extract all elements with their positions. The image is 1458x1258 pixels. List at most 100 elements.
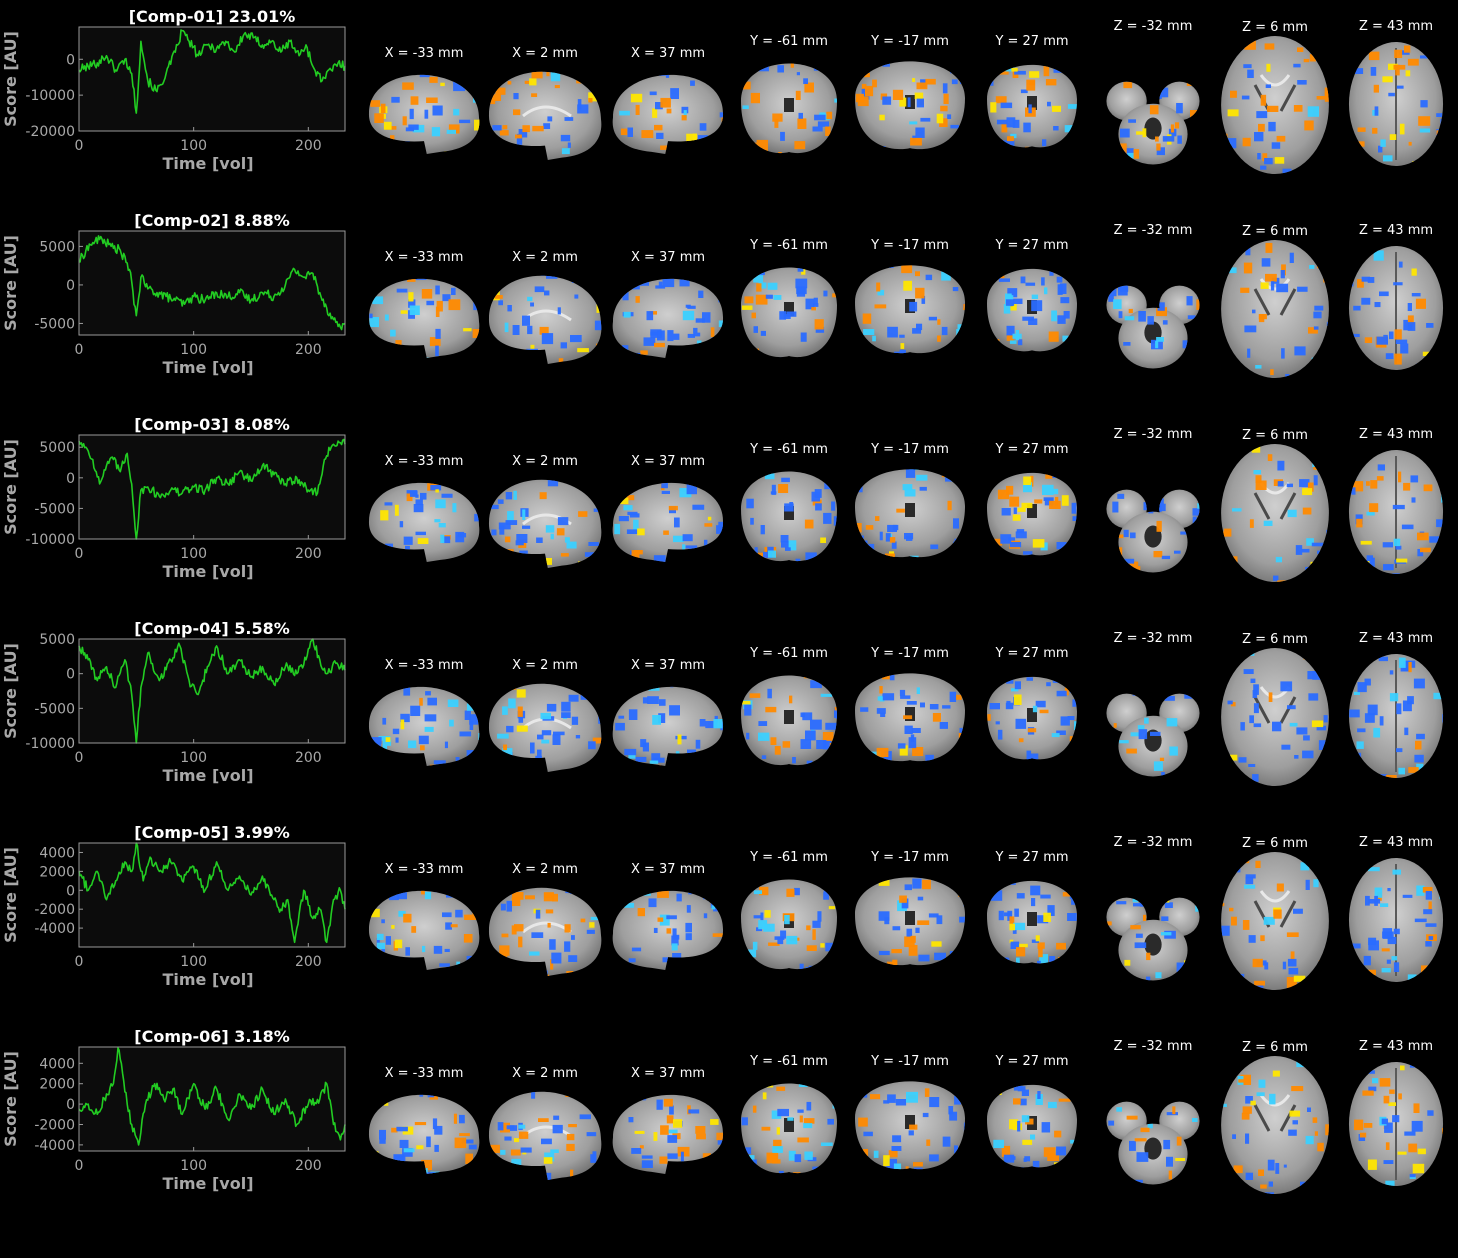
slice-label: Y = 27 mm	[995, 238, 1069, 253]
slice-label: Y = -61 mm	[750, 442, 828, 457]
slice-image	[855, 1081, 965, 1170]
brain-slice: X = 37 mm	[606, 1020, 730, 1224]
x-axis-label: Time [vol]	[162, 154, 253, 173]
brain-slice: Z = 6 mm	[1213, 612, 1337, 816]
slice-label: Y = -61 mm	[750, 238, 828, 253]
slice-label: Y = 27 mm	[995, 646, 1069, 661]
brain-slice: Z = 43 mm	[1334, 612, 1458, 816]
brain-slice: Z = -32 mm	[1091, 408, 1215, 612]
slice-image	[855, 265, 965, 354]
y-axis-label: Score [AU]	[1, 31, 20, 127]
plot-area	[79, 231, 345, 335]
plot-frame	[78, 842, 346, 948]
y-tick-label: 5000	[39, 440, 75, 456]
y-tick-label: 2000	[39, 864, 75, 880]
x-tick-label: 0	[75, 546, 84, 562]
slice-image	[1106, 1101, 1200, 1185]
slice-label: Y = -17 mm	[871, 850, 949, 865]
brain-slice: Y = -61 mm	[727, 816, 851, 1020]
slice-image	[1106, 693, 1200, 777]
slice-label: Y = 27 mm	[995, 1054, 1069, 1069]
brain-slice: X = 37 mm	[606, 408, 730, 612]
brain-slice: Y = 27 mm	[970, 1020, 1094, 1224]
brain-slice: Y = -17 mm	[848, 0, 972, 204]
slice-image	[855, 673, 965, 762]
x-tick-label: 100	[180, 750, 207, 766]
brain-slice: X = -33 mm	[362, 1020, 486, 1224]
slice-image	[1221, 648, 1329, 786]
slice-label: Z = 43 mm	[1358, 427, 1434, 442]
y-axis-label: Score [AU]	[1, 847, 20, 943]
plot-frame	[78, 230, 346, 336]
slice-image	[612, 278, 724, 359]
slice-image	[1106, 897, 1200, 981]
brain-slice: Y = -61 mm	[727, 408, 851, 612]
x-tick-label: 200	[295, 954, 322, 970]
x-tick-label: 200	[295, 546, 322, 562]
slice-image	[612, 890, 724, 971]
plot-area	[79, 435, 345, 539]
plot-area	[79, 843, 345, 947]
slice-label: X = 37 mm	[630, 46, 706, 61]
x-axis-label: Time [vol]	[162, 970, 253, 989]
slice-image	[741, 471, 837, 562]
y-tick-label: -4000	[34, 1138, 75, 1154]
slice-image	[1348, 1062, 1444, 1186]
brain-slice: Y = -17 mm	[848, 816, 972, 1020]
plot-frame	[78, 26, 346, 132]
y-tick-label: 0	[66, 883, 75, 899]
slice-label: Z = -32 mm	[1113, 427, 1193, 442]
brain-slice: Z = 43 mm	[1334, 0, 1458, 204]
brain-slice: X = 37 mm	[606, 0, 730, 204]
y-tick-label: -2000	[34, 902, 75, 918]
slice-label: Z = -32 mm	[1113, 1039, 1193, 1054]
slice-image	[612, 482, 724, 562]
brain-slice: Y = -61 mm	[727, 204, 851, 408]
brain-slice: Y = -17 mm	[848, 612, 972, 816]
brain-slice: X = 37 mm	[606, 816, 730, 1020]
x-tick-label: 0	[75, 750, 84, 766]
chart-title: [Comp-03] 8.08%	[134, 415, 289, 434]
slice-label: Y = 27 mm	[995, 442, 1069, 457]
slice-image	[987, 268, 1077, 352]
slice-label: Z = 43 mm	[1358, 631, 1434, 646]
slice-label: X = -33 mm	[384, 250, 464, 265]
brain-slice: Z = 43 mm	[1334, 816, 1458, 1020]
slice-image	[987, 472, 1077, 556]
x-tick-label: 0	[75, 138, 84, 154]
brain-slice: X = 2 mm	[483, 204, 607, 408]
slice-image	[741, 267, 837, 358]
brain-slice: Z = 43 mm	[1334, 1020, 1458, 1224]
slice-image	[987, 64, 1077, 148]
slice-label: X = 37 mm	[630, 658, 706, 673]
slice-image	[1348, 858, 1444, 982]
score-trace	[78, 29, 346, 114]
y-tick-label: 4000	[39, 845, 75, 861]
brain-slice: Z = 43 mm	[1334, 408, 1458, 612]
slice-image	[368, 482, 480, 563]
brain-slice: Z = 6 mm	[1213, 408, 1337, 612]
slice-image	[488, 479, 602, 568]
brain-slice: Y = 27 mm	[970, 816, 1094, 1020]
x-tick-label: 100	[180, 546, 207, 562]
brain-slice: Z = 6 mm	[1213, 204, 1337, 408]
x-tick-label: 0	[75, 342, 84, 358]
slice-label: Z = 43 mm	[1358, 1039, 1434, 1054]
slice-image	[1348, 246, 1444, 370]
slice-image	[987, 676, 1077, 760]
slice-image	[1348, 450, 1444, 574]
score-trace	[78, 638, 346, 744]
slice-label: Y = -17 mm	[871, 442, 949, 457]
y-axis-label: Score [AU]	[1, 643, 20, 739]
brain-slice: X = -33 mm	[362, 612, 486, 816]
brain-slice: X = 2 mm	[483, 0, 607, 204]
brain-slice: Z = 6 mm	[1213, 1020, 1337, 1224]
